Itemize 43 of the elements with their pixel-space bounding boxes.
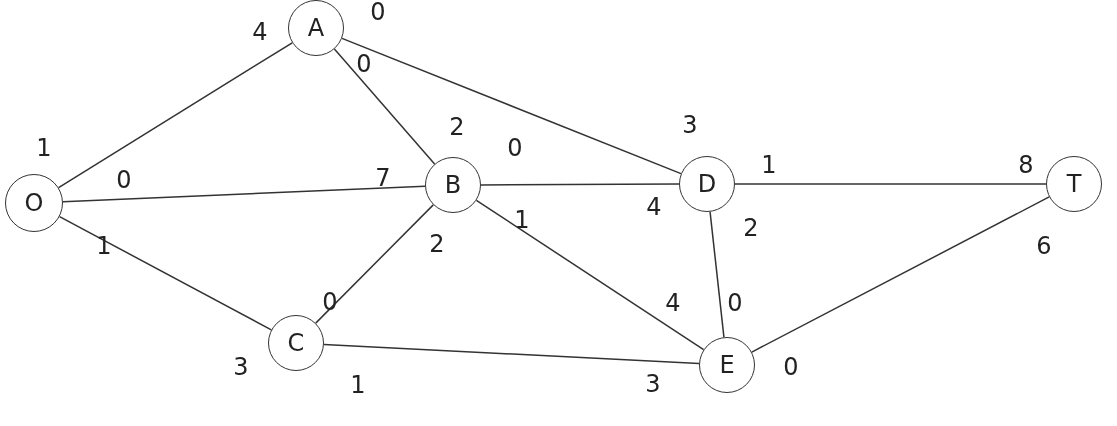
capacity-number: 4 bbox=[665, 291, 681, 315]
capacity-number: 7 bbox=[375, 166, 391, 190]
connector-line bbox=[57, 42, 293, 189]
connector-line bbox=[475, 199, 705, 351]
capacity-number: 0 bbox=[370, 0, 386, 24]
connector-line bbox=[751, 196, 1050, 353]
connector-line bbox=[323, 343, 700, 365]
capacity-number: 3 bbox=[682, 113, 698, 137]
capacity-number: 4 bbox=[252, 20, 268, 44]
connector-line bbox=[333, 48, 436, 165]
capacity-number: 0 bbox=[727, 291, 743, 315]
node-circle: T bbox=[1046, 156, 1102, 212]
capacity-number: 3 bbox=[233, 355, 249, 379]
capacity-number: 1 bbox=[36, 136, 52, 160]
capacity-number: 0 bbox=[322, 290, 338, 314]
capacity-number: 0 bbox=[356, 52, 372, 76]
capacity-number: 4 bbox=[646, 195, 662, 219]
capacity-number: 2 bbox=[429, 232, 445, 256]
capacity-number: 1 bbox=[96, 234, 112, 258]
capacity-number: 6 bbox=[1036, 234, 1052, 258]
node-circle: C bbox=[268, 315, 324, 371]
connector-line bbox=[341, 37, 682, 175]
node-circle: O bbox=[5, 174, 63, 232]
capacity-number: 1 bbox=[350, 373, 366, 397]
capacity-number: 1 bbox=[761, 153, 777, 177]
node-circle: A bbox=[288, 0, 344, 56]
capacity-number: 2 bbox=[743, 216, 759, 240]
capacity-number: 0 bbox=[507, 136, 523, 160]
node-circle: D bbox=[679, 156, 735, 212]
capacity-number: 0 bbox=[783, 355, 799, 379]
connector-line bbox=[480, 183, 680, 186]
connector-line bbox=[315, 204, 434, 324]
capacity-number: 8 bbox=[1018, 153, 1034, 177]
connector-line bbox=[734, 183, 1047, 185]
node-circle: B bbox=[425, 157, 481, 213]
capacity-number: 3 bbox=[645, 372, 661, 396]
connector-line bbox=[58, 215, 273, 331]
connector-line bbox=[62, 185, 426, 203]
node-circle: E bbox=[699, 337, 755, 393]
capacity-number: 1 bbox=[514, 208, 530, 232]
connector-line bbox=[709, 211, 725, 338]
capacity-number: 0 bbox=[116, 168, 132, 192]
capacity-number: 2 bbox=[449, 115, 465, 139]
